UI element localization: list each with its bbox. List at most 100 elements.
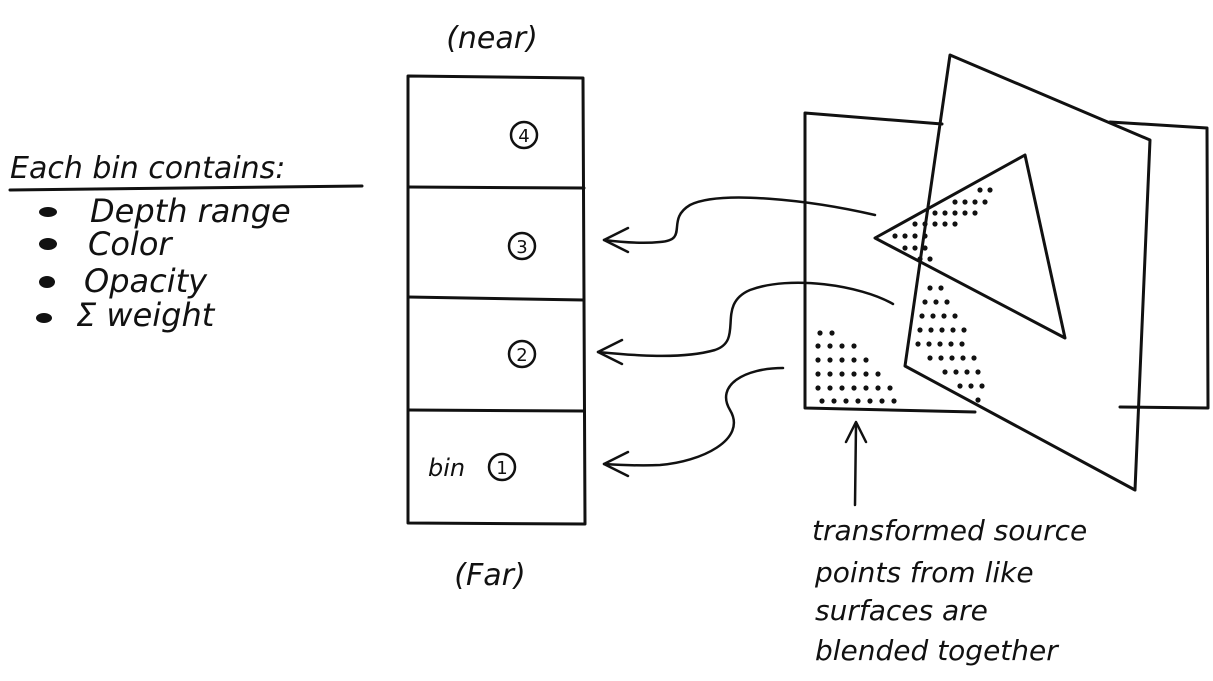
bin-4: 4 — [509, 120, 539, 150]
source-point — [971, 355, 977, 361]
source-point — [938, 355, 944, 361]
source-point — [867, 398, 873, 404]
bin-number: 4 — [518, 126, 529, 147]
caption-line-3: surfaces are — [815, 594, 988, 627]
bin-divider — [406, 185, 586, 190]
source-point — [815, 357, 821, 363]
dots-plane — [915, 285, 985, 403]
source-point — [952, 313, 958, 319]
arrowhead-bin-2 — [596, 338, 624, 366]
legend-title: Each bin contains: — [10, 151, 285, 186]
bin-number: 3 — [516, 237, 527, 258]
legend-item-color: Color — [88, 225, 173, 263]
source-point — [975, 369, 981, 375]
source-point — [927, 256, 933, 262]
legend-title-underline — [8, 184, 364, 192]
legend-bullet — [36, 313, 52, 323]
source-point — [855, 398, 861, 404]
legend: Each bin contains: Depth range Color Opa… — [8, 151, 364, 334]
source-point — [968, 383, 974, 389]
source-point — [922, 233, 928, 239]
source-point — [933, 299, 939, 305]
legend-item-opacity: Opacity — [84, 262, 208, 300]
source-point — [927, 285, 933, 291]
source-point — [912, 233, 918, 239]
source-point — [922, 221, 928, 227]
back-plane-far-edge — [1108, 120, 1210, 410]
source-point — [875, 385, 881, 391]
caption-line-2: points from like — [814, 556, 1034, 589]
source-point — [827, 343, 833, 349]
source-point — [937, 341, 943, 347]
source-point — [815, 343, 821, 349]
bin-stack: 4 3 2 bin 1 — [406, 74, 587, 526]
legend-bullet — [39, 238, 57, 250]
near-label: (near) — [446, 21, 538, 56]
source-point — [987, 187, 993, 193]
bin-number-circle — [507, 339, 537, 369]
source-point — [919, 313, 925, 319]
source-point — [902, 245, 908, 251]
source-point — [851, 371, 857, 377]
legend-bullet — [39, 276, 55, 288]
bin-divider — [406, 295, 586, 302]
source-point — [915, 341, 921, 347]
source-point — [972, 199, 978, 205]
source-point — [932, 221, 938, 227]
bin-stack-outline — [406, 74, 587, 526]
source-point — [972, 210, 978, 216]
source-point — [962, 210, 968, 216]
source-point — [950, 327, 956, 333]
caption-line-1: transformed source — [812, 514, 1087, 547]
source-point — [960, 355, 966, 361]
bin-number: 2 — [516, 345, 527, 366]
bin-2: 2 — [507, 339, 537, 369]
dots-corner — [815, 330, 897, 404]
source-point — [927, 355, 933, 361]
source-point — [922, 299, 928, 305]
source-point — [964, 369, 970, 375]
source-point — [851, 343, 857, 349]
source-point — [944, 299, 950, 305]
source-point — [928, 327, 934, 333]
arrowhead-bin-1 — [602, 450, 630, 478]
source-point — [912, 221, 918, 227]
source-point — [831, 398, 837, 404]
source-point — [942, 369, 948, 375]
arrow-to-bin-2 — [596, 281, 895, 358]
source-point — [922, 245, 928, 251]
source-point — [815, 371, 821, 377]
source-point — [982, 199, 988, 205]
source-point — [827, 357, 833, 363]
source-point — [839, 371, 845, 377]
source-point — [952, 221, 958, 227]
source-point — [957, 383, 963, 389]
source-point — [917, 327, 923, 333]
caption: transformed source points from like surf… — [812, 514, 1087, 667]
source-point — [887, 385, 893, 391]
source-point — [932, 210, 938, 216]
source-point — [949, 355, 955, 361]
source-point — [839, 385, 845, 391]
legend-item-depth-range: Depth range — [90, 192, 291, 230]
bin-prefix: bin — [428, 454, 465, 482]
arrow-to-bin-3 — [602, 196, 877, 245]
legend-item-sum-weight: Σ weight — [76, 296, 216, 334]
caption-pointer-arrow — [853, 423, 858, 507]
bin-number-circle — [507, 231, 537, 261]
bin-3: 3 — [507, 231, 537, 261]
source-point — [959, 341, 965, 347]
source-point — [926, 341, 932, 347]
source-point — [815, 385, 821, 391]
surfaces — [803, 53, 1210, 507]
source-point — [952, 199, 958, 205]
source-point — [942, 210, 948, 216]
source-point — [952, 210, 958, 216]
arrow-to-bin-1 — [602, 366, 785, 467]
arrows — [596, 196, 895, 478]
source-point — [912, 245, 918, 251]
triangle-surface — [873, 153, 1067, 340]
bin-number-circle — [487, 452, 517, 482]
source-point — [863, 385, 869, 391]
